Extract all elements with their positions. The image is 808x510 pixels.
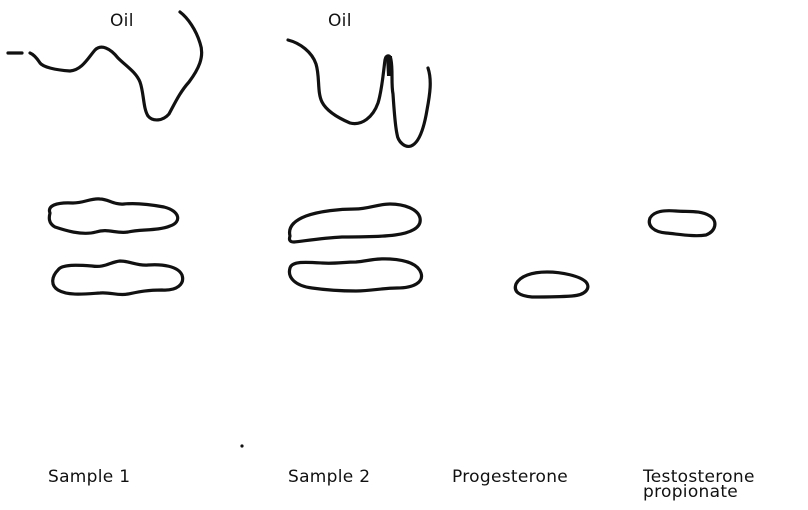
oil-smear-sample-2 <box>288 40 430 146</box>
lane-label-testosterone-propionate: Testosterone propionate <box>643 470 755 500</box>
sample-2-spot-upper <box>289 204 420 242</box>
lane-label-line-2: propionate <box>643 485 755 500</box>
oil-smear-sample-2-dark-spot <box>386 56 393 76</box>
sample-1-spot-lower <box>53 261 183 295</box>
sample-2-spot-lower <box>289 259 421 291</box>
oil-label-sample-2: Oil <box>328 14 352 29</box>
lane-label-progesterone: Progesterone <box>452 470 568 485</box>
lane-label-sample-1: Sample 1 <box>48 470 130 485</box>
sample-1-spot-upper <box>49 199 177 233</box>
speck <box>240 444 243 447</box>
oil-label-sample-1: Oil <box>110 14 134 29</box>
lane-label-sample-2: Sample 2 <box>288 470 370 485</box>
progesterone-spot <box>515 272 588 297</box>
testosterone-propionate-spot <box>649 211 715 236</box>
